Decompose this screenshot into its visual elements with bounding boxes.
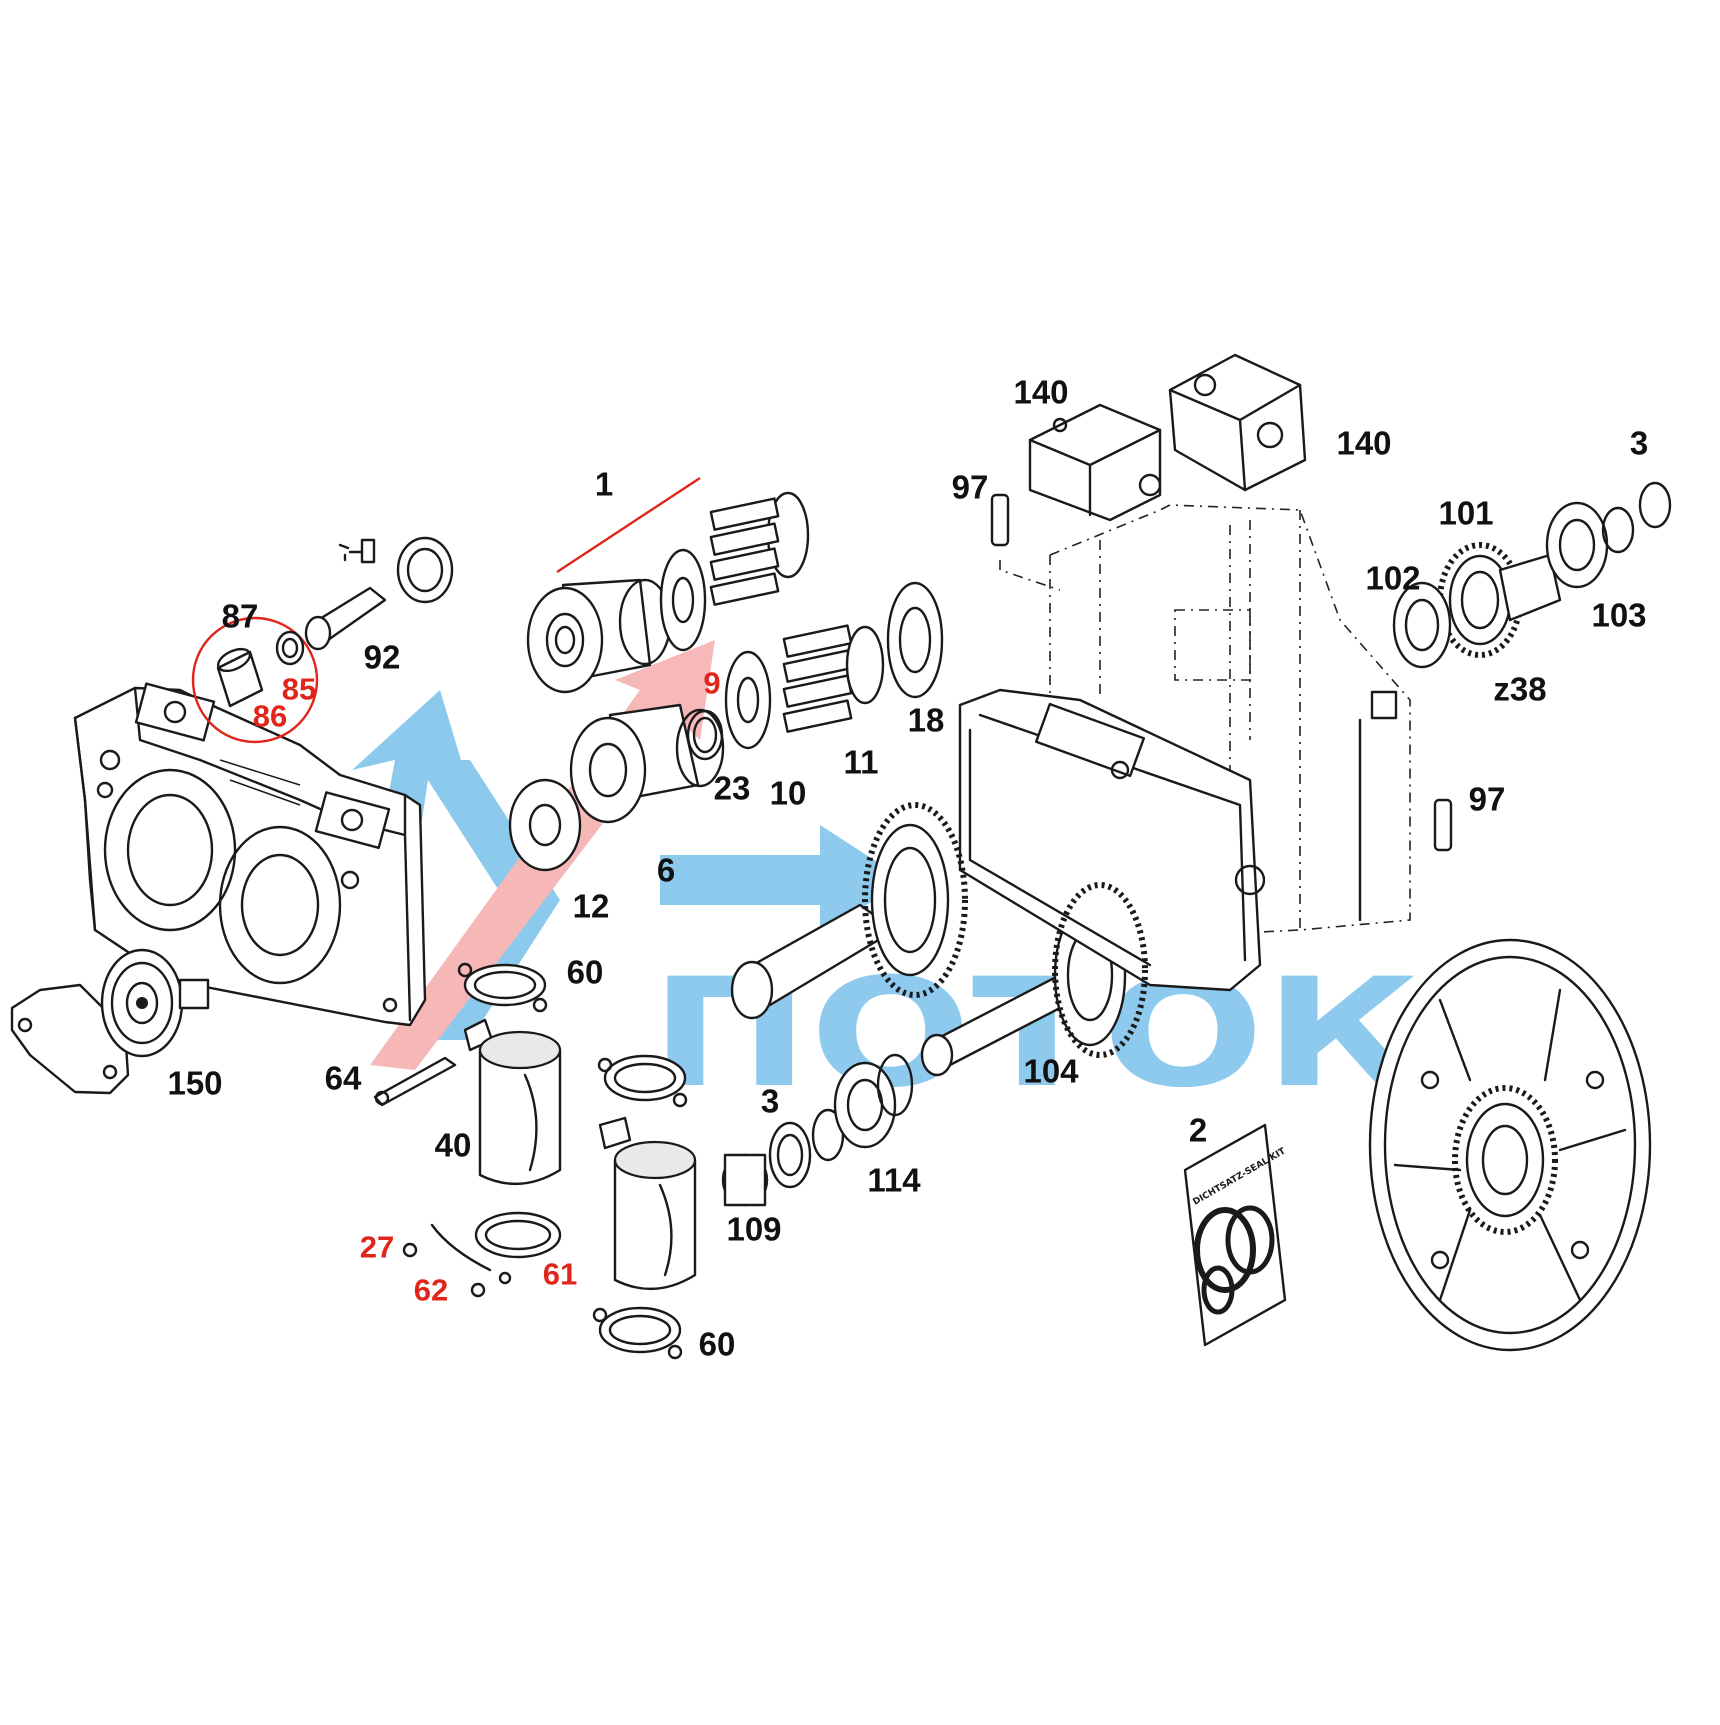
callout-97-lower: 97 <box>1468 780 1506 818</box>
callout-18: 18 <box>907 701 945 739</box>
callout-64: 64 <box>324 1059 362 1097</box>
callout-1: 1 <box>594 465 614 503</box>
callout-9: 9 <box>703 665 721 701</box>
callout-114: 114 <box>867 1161 921 1199</box>
callout-2: 2 <box>1188 1111 1208 1149</box>
callout-11: 11 <box>843 743 879 781</box>
callout-60-upper: 60 <box>566 953 604 991</box>
callout-104: 104 <box>1023 1052 1079 1090</box>
callout-61: 61 <box>542 1256 578 1292</box>
gear-101-assembly <box>1370 481 1672 720</box>
callout-150: 150 <box>167 1064 223 1102</box>
callout-3-right: 3 <box>1629 424 1649 462</box>
callout-87: 87 <box>221 597 259 635</box>
callout-86: 86 <box>252 698 288 734</box>
callout-10: 10 <box>769 774 807 812</box>
bearing-ring-60-lower <box>592 1306 683 1360</box>
gear-upper <box>862 802 968 998</box>
parts-61-62-27 <box>402 1211 562 1298</box>
callout-60-lower: 60 <box>698 1325 736 1363</box>
callout-140-left: 140 <box>1013 373 1069 411</box>
callout-140-right: 140 <box>1336 424 1392 462</box>
part-87-group <box>191 616 319 744</box>
callout-85: 85 <box>281 671 317 707</box>
callout-6: 6 <box>656 851 676 889</box>
callout-27: 27 <box>359 1229 395 1265</box>
pump-housing <box>73 682 427 1027</box>
rear-housing <box>1368 938 1652 1352</box>
callout-101: 101 <box>1438 494 1494 532</box>
seal-kit-bag: DICHTSATZ-SEAL KIT <box>1183 1123 1288 1347</box>
valve-block-140-right <box>1168 353 1307 492</box>
callout-62: 62 <box>413 1272 449 1308</box>
screw-97-lower <box>1433 798 1453 852</box>
parts-3-109-114 <box>721 1053 914 1207</box>
callout-23: 23 <box>713 769 751 807</box>
callout-3-left: 3 <box>760 1082 780 1120</box>
logo-blue-right-arrow <box>660 825 905 935</box>
valve-block-140-left <box>1028 403 1162 522</box>
servo-40 <box>478 1030 562 1185</box>
cover-plate-150 <box>10 948 210 1095</box>
shaft-92 <box>304 536 454 651</box>
bearing-ring-60-mid <box>597 1054 688 1108</box>
servo-40-second <box>598 1116 697 1290</box>
bearing-ring-60-upper <box>457 962 548 1013</box>
gear-lower <box>1052 882 1148 1058</box>
callout-102: 102 <box>1365 559 1421 597</box>
callout-97-upper: 97 <box>951 468 989 506</box>
cylinder-assembly <box>508 476 944 872</box>
callout-12: 12 <box>572 887 610 925</box>
input-shaft <box>730 823 950 1020</box>
callout-40: 40 <box>434 1126 472 1164</box>
callout-109: 109 <box>726 1210 782 1248</box>
callout-103: 103 <box>1591 596 1647 634</box>
screw-97-upper <box>990 493 1061 591</box>
callout-92: 92 <box>363 638 401 676</box>
gearbox-housing <box>958 504 1411 992</box>
callout-z38: z38 <box>1493 670 1547 708</box>
